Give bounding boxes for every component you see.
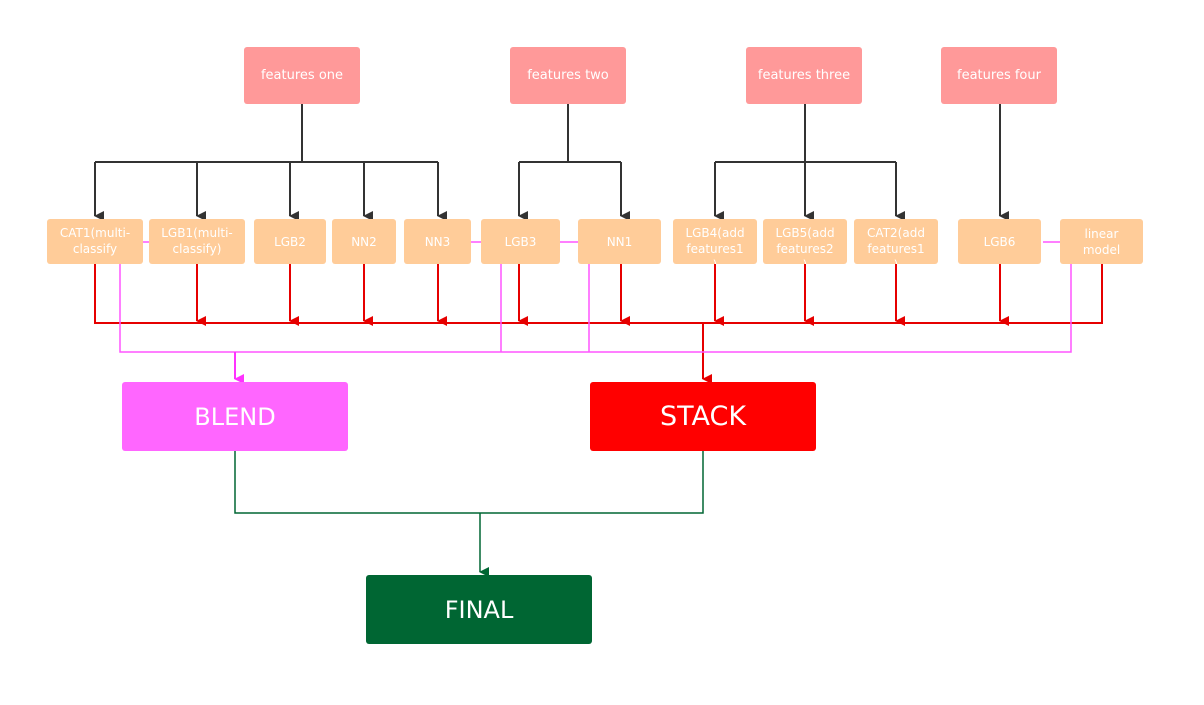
model-nn2[interactable]: NN2 xyxy=(332,219,396,264)
final-connector xyxy=(234,451,704,577)
stack-connector xyxy=(94,264,1103,384)
model-lgb2[interactable]: LGB2 xyxy=(254,219,326,264)
stack-box[interactable]: STACK xyxy=(590,382,816,451)
features-three-connector xyxy=(714,104,905,221)
model-cat1[interactable]: CAT1(multi- classify xyxy=(47,219,143,264)
features-two-connector xyxy=(518,104,630,221)
model-lgb5[interactable]: LGB5(add features2 ) xyxy=(763,219,847,264)
features-four-box[interactable]: features four xyxy=(941,47,1057,104)
blend-box[interactable]: BLEND xyxy=(122,382,348,451)
model-lgb1[interactable]: LGB1(multi- classify) xyxy=(149,219,245,264)
model-lgb3[interactable]: LGB3 xyxy=(481,219,560,264)
final-box[interactable]: FINAL xyxy=(366,575,592,644)
model-cat2[interactable]: CAT2(add features1 ) xyxy=(854,219,938,264)
features-one-connector xyxy=(94,104,447,221)
model-nn3[interactable]: NN3 xyxy=(404,219,471,264)
features-one-box[interactable]: features one xyxy=(244,47,360,104)
model-lgb6[interactable]: LGB6 xyxy=(958,219,1041,264)
model-lgb4[interactable]: LGB4(add features1 ) xyxy=(673,219,757,264)
features-three-box[interactable]: features three xyxy=(746,47,862,104)
model-nn1[interactable]: NN1 xyxy=(578,219,661,264)
features-two-box[interactable]: features two xyxy=(510,47,626,104)
model-linear[interactable]: linear model xyxy=(1060,219,1143,264)
